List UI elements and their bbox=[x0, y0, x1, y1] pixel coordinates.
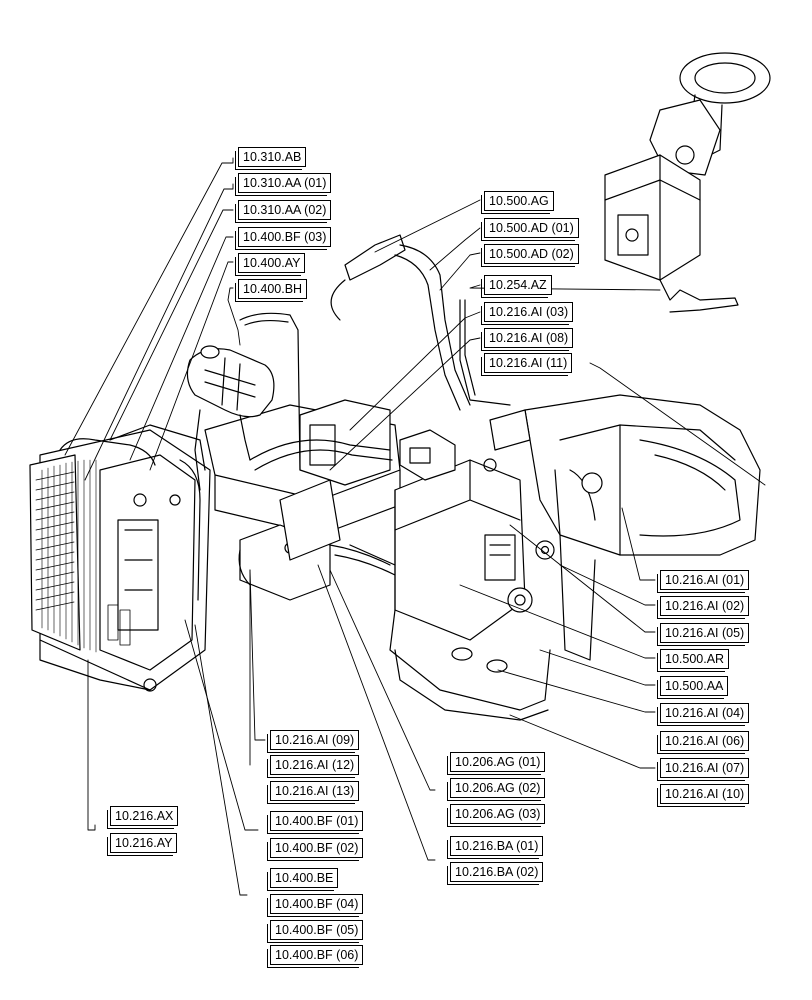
callout-label: 10.400.BF (05) bbox=[266, 920, 364, 943]
callout-label: 10.400.BF (01) bbox=[266, 811, 364, 834]
callout-label: 10.310.AA (02) bbox=[234, 200, 332, 223]
expansion-tank bbox=[186, 312, 301, 491]
callout-label: 10.206.AG (03) bbox=[446, 804, 546, 827]
callout-label: 10.216.AI (01) bbox=[656, 570, 750, 593]
callout-label: 10.216.BA (01) bbox=[446, 836, 544, 859]
central-housing bbox=[389, 429, 555, 721]
callout-label: 10.216.AI (10) bbox=[656, 784, 750, 807]
leader-lines bbox=[64, 157, 766, 896]
callout-label: 10.206.AG (02) bbox=[446, 778, 546, 801]
callout-label: 10.500.AG bbox=[481, 191, 554, 214]
callout-label: 10.400.BF (03) bbox=[234, 227, 332, 250]
callout-label: 10.500.AD (01) bbox=[481, 218, 579, 241]
callout-label: 10.216.AI (06) bbox=[656, 731, 750, 754]
steering-unit bbox=[604, 52, 771, 313]
callout-label: 10.500.AA bbox=[656, 676, 729, 699]
callout-label: 10.216.AI (03) bbox=[480, 302, 574, 325]
callout-label: 10.400.BF (02) bbox=[266, 838, 364, 861]
callout-label: 10.500.AD (02) bbox=[481, 244, 579, 267]
callout-label: 10.216.AI (13) bbox=[266, 781, 360, 804]
callout-label: 10.400.BE bbox=[266, 868, 339, 891]
callout-label: 10.216.AI (12) bbox=[266, 755, 360, 778]
callout-label: 10.216.AX bbox=[106, 806, 179, 829]
callout-label: 10.216.AI (11) bbox=[480, 353, 573, 376]
callout-label: 10.216.AI (05) bbox=[656, 623, 750, 646]
callout-label: 10.400.BH bbox=[234, 279, 308, 302]
callout-label: 10.400.BF (04) bbox=[266, 894, 364, 917]
rear-housing bbox=[489, 394, 761, 661]
callout-label: 10.216.AI (02) bbox=[656, 596, 750, 619]
callout-label: 10.216.AI (09) bbox=[266, 730, 360, 753]
chassis-frame bbox=[204, 399, 401, 601]
callout-label: 10.206.AG (01) bbox=[446, 752, 546, 775]
callout-label: 10.310.AB bbox=[234, 147, 307, 170]
callout-label: 10.400.BF (06) bbox=[266, 945, 364, 968]
callout-label: 10.216.AI (04) bbox=[656, 703, 750, 726]
callout-label: 10.216.BA (02) bbox=[446, 862, 544, 885]
callout-label: 10.500.AR bbox=[656, 649, 730, 672]
callout-label: 10.254.AZ bbox=[481, 275, 552, 298]
callout-label: 10.216.AI (08) bbox=[480, 328, 574, 351]
callout-label: 10.216.AI (07) bbox=[656, 758, 750, 781]
callout-label: 10.400.AY bbox=[234, 253, 306, 276]
callout-label: 10.310.AA (01) bbox=[234, 173, 332, 196]
callout-label: 10.216.AY bbox=[106, 833, 178, 856]
radiator-assembly bbox=[29, 424, 211, 692]
